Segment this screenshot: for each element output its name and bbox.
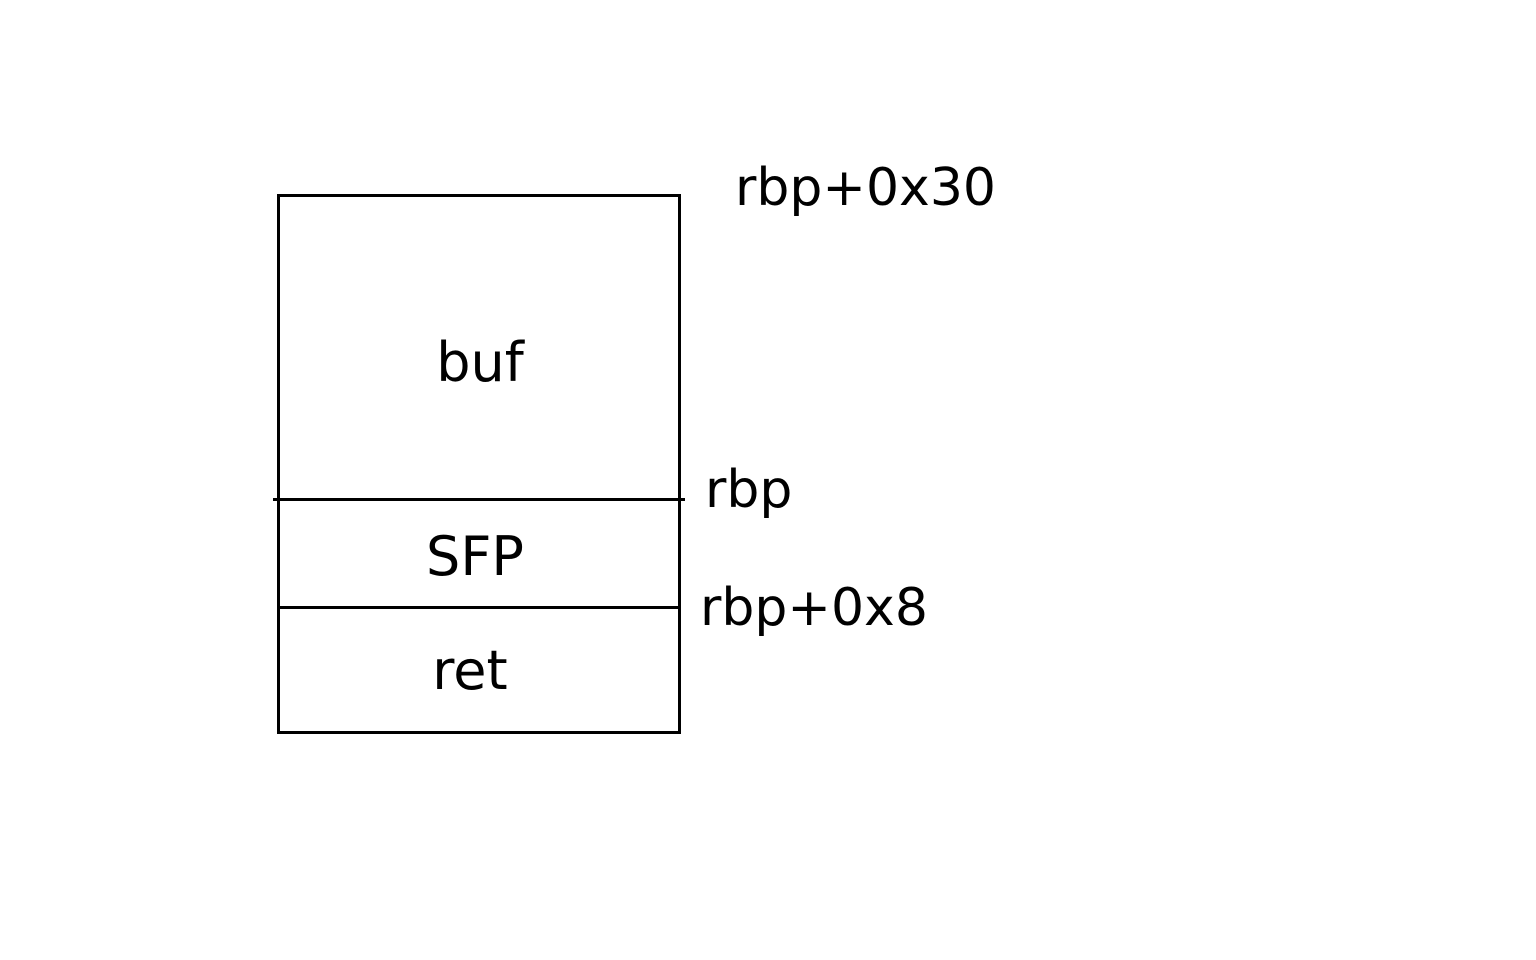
sfp-cell-label: SFP	[426, 525, 524, 588]
rbp-plus-8-address-label: rbp+0x8	[700, 578, 928, 638]
buf-cell-label: buf	[436, 331, 524, 394]
top-address-label: rbp+0x30	[735, 158, 996, 218]
ret-cell-label: ret	[432, 639, 508, 702]
rbp-divider-line	[273, 498, 685, 501]
ret-divider-line	[277, 606, 681, 609]
stack-frame-box	[277, 194, 681, 734]
rbp-address-label: rbp	[705, 460, 793, 520]
